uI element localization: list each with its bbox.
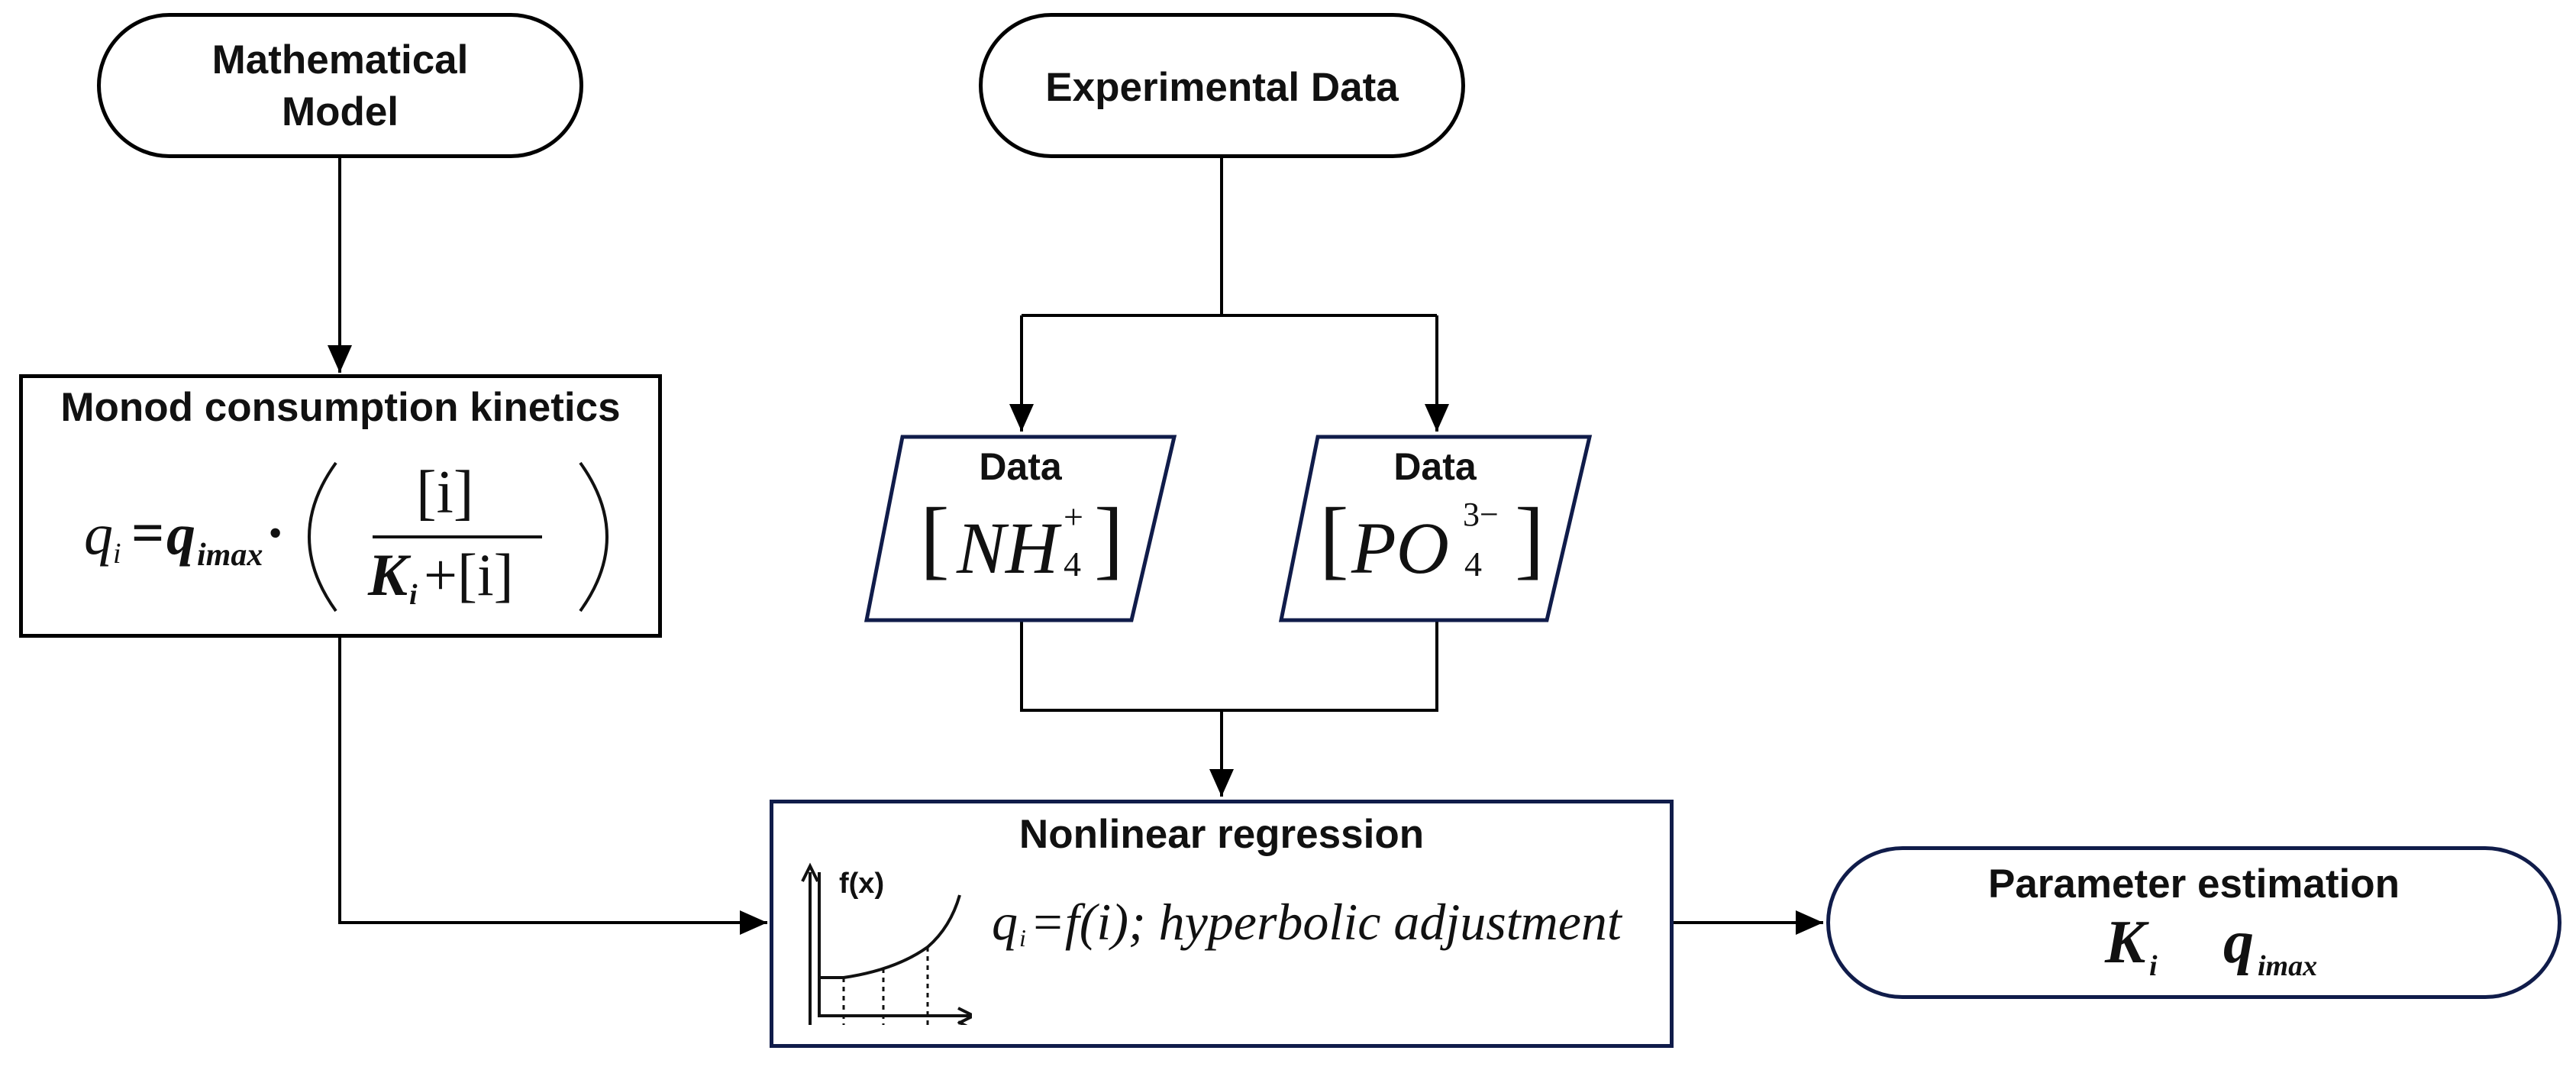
nh4-close-bracket: ] [1094,490,1124,588]
node-mathematical-model: Mathematical Model [97,13,583,158]
regression-title: Nonlinear regression [1018,812,1425,857]
monod-den-K-sub: i [409,579,418,611]
model-line-2: Model [281,89,399,134]
po4-charge: 3− [1463,496,1499,533]
monod-numerator: [i] [416,459,474,526]
right-paren [579,461,608,613]
node-experimental-data: Experimental Data [979,13,1465,158]
nh4-subscript: 4 [1064,545,1081,583]
monod-q-sub: i [113,538,121,570]
regression-q: q [992,893,1018,951]
monod-equals: = [131,501,165,565]
nh4-species: NH [957,507,1059,589]
param-q: q [2223,909,2254,976]
nh4-title: Data [979,445,1062,488]
po4-title: Data [1393,445,1477,488]
model-line-1: Mathematical [211,37,469,82]
icon-fx-label: f(x) [839,868,885,900]
monod-den-K: K [368,541,408,608]
parameter-title: Parameter estimation [1987,861,2400,907]
node-parameter-estimation: Parameter estimation K i q imax [1826,846,2561,999]
monod-fraction-graphics [308,461,608,613]
param-q-sub: imax [2258,950,2318,982]
param-K: K [2105,909,2146,976]
node-monod-kinetics: Monod consumption kinetics q i = q imax … [19,374,662,638]
line-data-merge [1020,621,1438,712]
po4-open-bracket: [ [1319,490,1349,588]
function-graph-icon [801,862,972,1025]
nh4-open-bracket: [ [920,490,950,588]
monod-q: q [84,503,113,567]
po4-species: PO [1351,507,1449,589]
regression-formula: =f(i); hyperbolic adjustment [1030,893,1622,951]
arrow-monod-to-regression [338,636,767,935]
monod-qmax: q [166,503,195,567]
po4-subscript: 4 [1464,545,1482,583]
node-nonlinear-regression: Nonlinear regression f(x) q i =f(i); [770,800,1674,1048]
monod-den-rest: +[i] [424,541,514,608]
data-nh4-shape [864,435,1177,622]
monod-qmax-sub: imax [197,538,263,573]
data-po4-shape [1278,435,1593,622]
po4-close-bracket: ] [1515,490,1545,588]
left-paren [308,461,337,613]
monod-title: Monod consumption kinetics [60,385,621,430]
regression-q-sub: i [1019,924,1026,952]
monod-dot: · [266,501,286,565]
experimental-label: Experimental Data [1045,65,1399,110]
param-K-sub: i [2149,950,2158,982]
node-data-po4: Data [ PO 3− 4 ] [1281,437,1589,620]
nh4-charge: + [1064,497,1083,536]
node-data-nh4: Data [ NH + 4 ] [867,437,1174,620]
